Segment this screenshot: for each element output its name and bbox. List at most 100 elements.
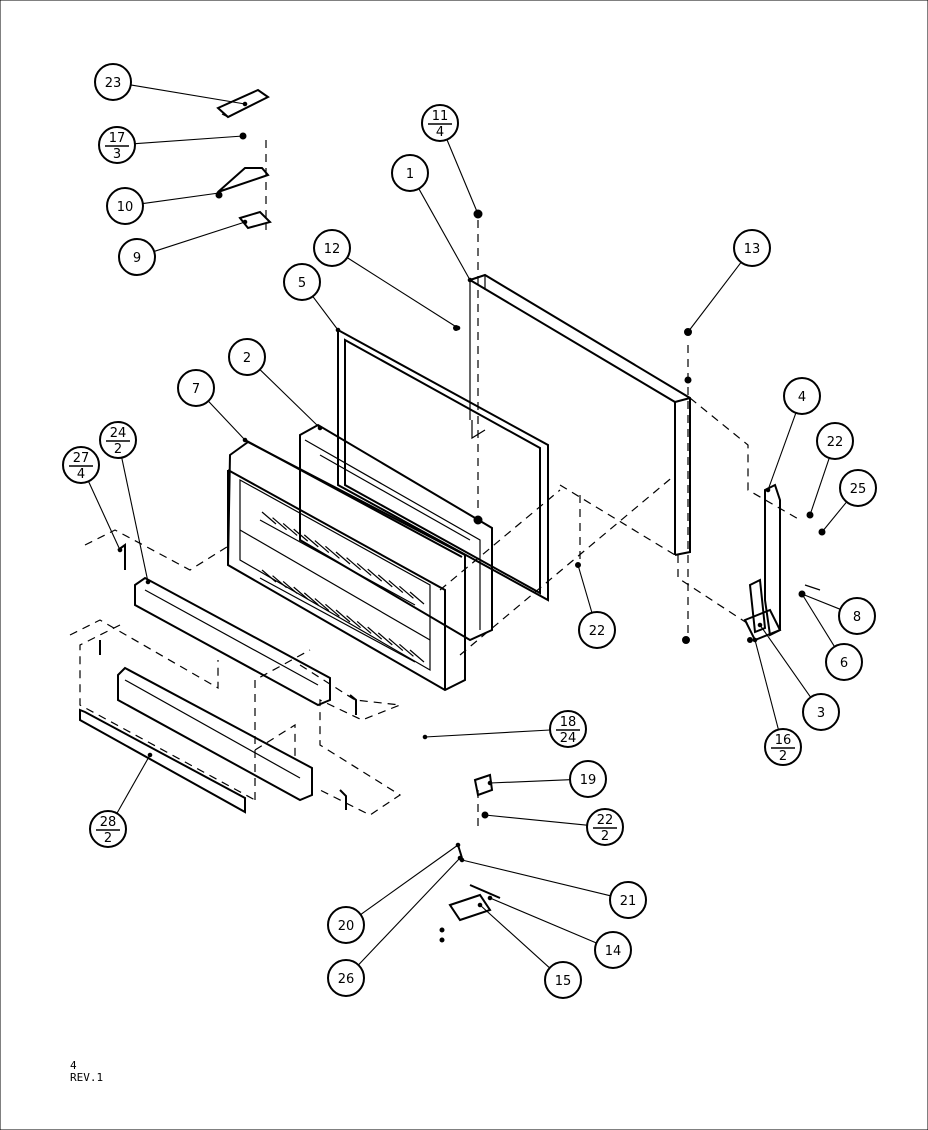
callout-part-number: 21 — [620, 894, 637, 909]
door-bin-lower — [79, 640, 313, 814]
callout-c9: 9 — [118, 238, 156, 276]
callout-c22b: 22 — [578, 611, 616, 649]
leader-tip-c1 — [467, 277, 473, 283]
callout-circle — [839, 469, 877, 507]
drawing-footer: 4 REV.1 — [70, 1060, 103, 1084]
callout-part-number: 11 — [432, 109, 449, 124]
leader-c24 — [121, 457, 149, 583]
leader-c23 — [130, 84, 246, 105]
leader-c21 — [461, 859, 611, 897]
shelf-slat — [356, 620, 372, 634]
leader-c22c — [484, 814, 588, 826]
callout-part-number: 26 — [338, 972, 355, 987]
callout-part-number: 5 — [298, 276, 306, 291]
leader-tip-c27 — [117, 547, 123, 553]
leader-tip-c4 — [765, 487, 771, 493]
callout-part-number: 20 — [338, 919, 355, 934]
shelf-grid — [261, 511, 425, 663]
callout-circle — [569, 760, 607, 798]
callout-circle — [118, 238, 156, 276]
leader-c10 — [142, 192, 220, 205]
callout-circle — [89, 810, 127, 848]
callout-circle — [327, 906, 365, 944]
shelf-slat — [399, 643, 414, 657]
callout-circle — [764, 728, 802, 766]
callout-part-number: 22 — [827, 435, 844, 450]
callout-part-number: 7 — [192, 382, 200, 397]
leader-c1 — [418, 188, 471, 281]
callout-quantity: 4 — [77, 467, 85, 482]
alignment-lines — [69, 220, 801, 816]
leader-tip-c15 — [477, 902, 483, 908]
callout-circle — [783, 377, 821, 415]
callout-c8: 8 — [838, 597, 876, 635]
callout-circle — [98, 126, 136, 164]
leader-tip-c11 — [475, 211, 481, 217]
handle-assembly — [439, 773, 501, 943]
callout-c12: 12 — [313, 229, 351, 267]
callout-part-number: 17 — [109, 131, 126, 146]
callout-leaders — [88, 84, 848, 969]
shelf-slat — [282, 580, 298, 594]
callout-circle — [94, 63, 132, 101]
leader-tip-c26 — [457, 855, 463, 861]
leader-tip-c13 — [685, 329, 691, 335]
screws — [453, 209, 753, 644]
leader-c26 — [357, 857, 461, 966]
leader-c27 — [88, 481, 121, 551]
callout-part-number: 9 — [133, 251, 141, 266]
shelf-slat — [377, 632, 393, 646]
callout-circle — [283, 263, 321, 301]
callout-part-number: 28 — [100, 815, 117, 830]
callout-part-number: 24 — [110, 426, 127, 441]
leader-tip-c20 — [455, 842, 461, 848]
callout-part-number: 23 — [105, 76, 122, 91]
shelf-slat — [261, 569, 277, 583]
leader-c15 — [479, 904, 551, 969]
leader-c2 — [259, 369, 321, 429]
shelf-slat — [346, 615, 361, 629]
leader-c17 — [134, 135, 244, 145]
callout-circle — [421, 104, 459, 142]
leader-c7 — [207, 400, 246, 441]
shelf-slat — [293, 586, 309, 600]
callout-circle — [177, 369, 215, 407]
callout-c23: 23 — [94, 63, 132, 101]
shelf-slat — [377, 574, 393, 588]
callout-part-number: 18 — [560, 715, 577, 730]
leader-c25 — [821, 501, 848, 533]
callout-part-number: 8 — [853, 610, 861, 625]
callout-circle — [825, 643, 863, 681]
shelf-slat — [388, 638, 404, 652]
leader-tip-c19 — [487, 780, 493, 786]
callout-c10: 10 — [106, 187, 144, 225]
callout-circle — [228, 338, 266, 376]
callout-c14: 14 — [594, 931, 632, 969]
leader-c14 — [489, 897, 597, 944]
shelf-slat — [367, 626, 383, 640]
shelf-slat — [409, 591, 425, 605]
leader-c12 — [346, 257, 459, 329]
leader-tip-c25 — [819, 529, 825, 535]
leader-tip-c6 — [799, 591, 805, 597]
leader-tip-c28 — [147, 752, 153, 758]
shelf-slat — [388, 580, 404, 594]
leader-c20 — [360, 844, 459, 915]
callout-part-number: 19 — [580, 773, 597, 788]
leader-tip-c17 — [240, 133, 246, 139]
leader-tip-c12 — [455, 325, 461, 331]
callout-circle — [549, 710, 587, 748]
callout-part-number: 6 — [840, 656, 848, 671]
leader-tip-c16 — [752, 637, 758, 643]
shelf-slat — [335, 551, 351, 565]
callout-circle — [594, 931, 632, 969]
callout-circle — [578, 611, 616, 649]
leader-tip-c22a — [807, 512, 813, 518]
callout-quantity: 2 — [601, 829, 609, 844]
callout-c7: 7 — [177, 369, 215, 407]
callout-quantity: 2 — [779, 749, 787, 764]
leader-tip-c14 — [487, 895, 493, 901]
callout-circle — [327, 959, 365, 997]
shelf-slat — [325, 545, 340, 559]
